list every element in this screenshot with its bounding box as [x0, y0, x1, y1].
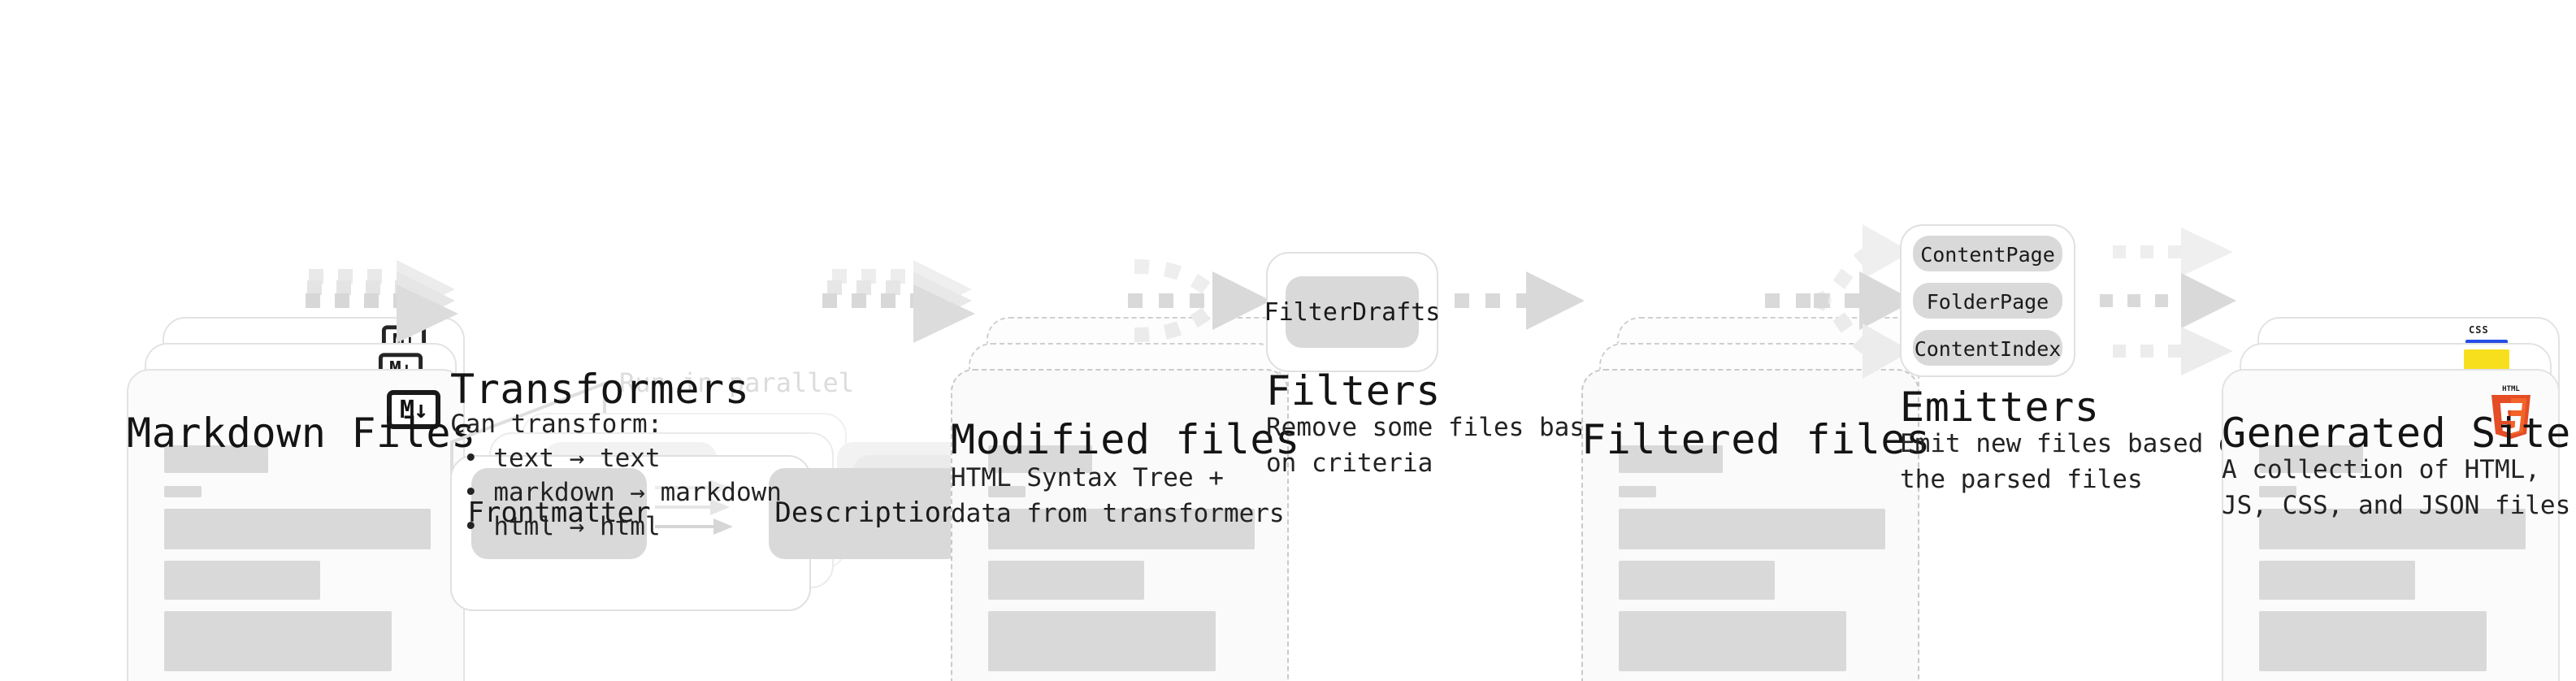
stage-title-markdown-files: Markdown Files: [127, 410, 476, 457]
chip-filterdrafts[interactable]: FilterDrafts: [1264, 276, 1440, 348]
file-card-filtered: [1581, 369, 1919, 681]
stage-title-modified-files: Modified files: [951, 416, 1300, 463]
stage-subtitle-modified-files: HTML Syntax Tree + data from transformer…: [951, 463, 1285, 529]
connector-emitters-to-site: [2100, 228, 2240, 406]
connector-transformers-to-modified: [822, 260, 985, 390]
skeleton-line: [1619, 561, 1775, 600]
skeleton-line: [2259, 486, 2296, 497]
skeleton-line: [2259, 509, 2526, 549]
skeleton-line: [988, 561, 1144, 600]
transformer-bullet-2: • markdown → markdown: [463, 478, 782, 507]
chip-description[interactable]: Description: [769, 468, 964, 559]
parallel-label: Run in parallel: [619, 367, 854, 398]
markdown-icon: M↓: [387, 390, 440, 429]
file-card-modified: [951, 369, 1289, 681]
connector-filtered-to-emitters: [1765, 224, 1915, 406]
stage-title-filters: Filters: [1266, 367, 1441, 414]
connector-modified-to-filters: [1128, 247, 1274, 410]
skeleton-line: [1619, 611, 1846, 671]
stage-title-transformers: Transformers: [450, 366, 750, 413]
transformer-bullet-1: • text → text: [463, 444, 661, 473]
skeleton-line: [1619, 509, 1885, 549]
chip-contentpage[interactable]: ContentPage: [1913, 236, 2062, 271]
skeleton-line: [988, 611, 1216, 671]
stage-subtitle-emitters: Emit new files based on the parsed files: [1900, 429, 2249, 495]
chip-folderpage[interactable]: FolderPage: [1913, 283, 2062, 319]
stage-title-emitters: Emitters: [1900, 384, 2100, 431]
skeleton-line: [164, 561, 320, 600]
stage-subtitle-generated-site: A collection of HTML, JS, CSS, and JSON …: [2222, 455, 2571, 521]
chip-contentindex[interactable]: ContentIndex: [1913, 330, 2062, 366]
skeleton-line: [2259, 611, 2487, 671]
skeleton-line: [164, 509, 431, 549]
skeleton-line: [988, 509, 1255, 549]
inner-arrows-transformers: [655, 479, 733, 535]
file-card-markdown: M↓: [127, 369, 465, 681]
skeleton-line: [988, 486, 1026, 497]
css3-icon-label: CSS: [2469, 325, 2489, 336]
skeleton-line: [164, 611, 392, 671]
skeleton-line: [164, 445, 268, 473]
skeleton-line: [164, 486, 202, 497]
stage-title-generated-site: Generated Site: [2222, 410, 2571, 457]
stage-title-filtered-files: Filtered files: [1581, 416, 1931, 463]
skeleton-line: [2259, 561, 2415, 600]
parallel-bracket-icon: [450, 382, 606, 475]
file-card-generated: HTML: [2222, 369, 2560, 681]
skeleton-line: [1619, 445, 1723, 473]
skeleton-line: [2259, 445, 2363, 473]
chip-frontmatter[interactable]: Frontmatter: [467, 468, 651, 559]
stage-subtitle-filters: Remove some files based on criteria: [1266, 413, 1615, 479]
stage-subtitle-transformers: Can transform:: [450, 410, 663, 439]
connector-markdown-to-transformers: [306, 260, 468, 390]
skeleton-line: [988, 445, 1092, 473]
svg-text:HTML: HTML: [2502, 385, 2520, 393]
skeleton-line: [1619, 486, 1656, 497]
transformer-bullet-3: • html → html: [463, 512, 661, 541]
connector-filters-to-filtered: [1455, 271, 1585, 361]
html5-icon: HTML: [2491, 385, 2530, 439]
